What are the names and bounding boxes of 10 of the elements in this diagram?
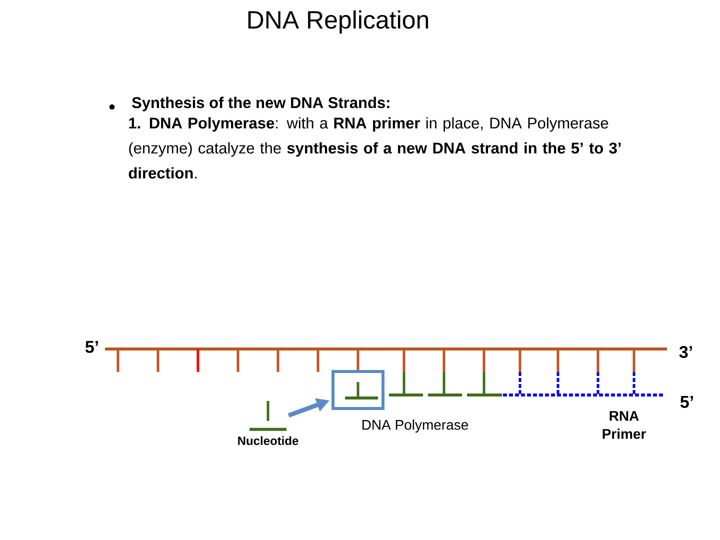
primer-label: RNA Primer xyxy=(602,411,646,439)
title: DNA Replication xyxy=(248,10,428,34)
paragraph: 1. DNA Polymerase: with a RNA primer in place, DNA Polymerase (enzyme) catalyze the synthesis of a new DNA strand in the 5’ to 3’ direction. xyxy=(128,117,621,179)
node-label: DNA Polymerase xyxy=(362,420,468,433)
polymerase-box: DNA Polymerase xyxy=(332,370,468,433)
end-label: 5’ xyxy=(680,396,693,408)
nucleotide: Nucleotide xyxy=(238,400,298,446)
bullet-text: Synthesis of the new DNA Strands: xyxy=(132,96,390,112)
end-label: 3’ xyxy=(679,346,692,358)
end-label: 5’ xyxy=(85,341,98,353)
